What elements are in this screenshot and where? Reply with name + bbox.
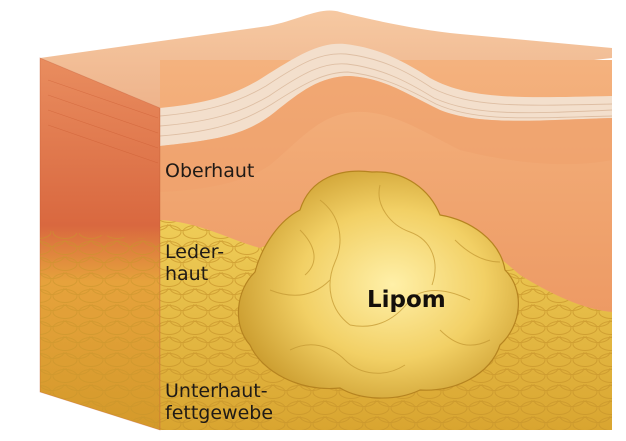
label-epidermis-text: Oberhaut	[165, 160, 254, 182]
label-lipoma: Lipom	[367, 289, 446, 311]
label-subcutis-line1: Unterhaut-	[165, 380, 273, 402]
label-lipoma-text: Lipom	[367, 289, 446, 311]
label-dermis-line1: Leder-	[165, 241, 224, 263]
label-dermis-line2: haut	[165, 263, 224, 285]
label-epidermis: Oberhaut	[165, 160, 254, 182]
label-dermis: Leder- haut	[165, 241, 224, 285]
label-subcutis: Unterhaut- fettgewebe	[165, 380, 273, 424]
label-subcutis-line2: fettgewebe	[165, 402, 273, 424]
